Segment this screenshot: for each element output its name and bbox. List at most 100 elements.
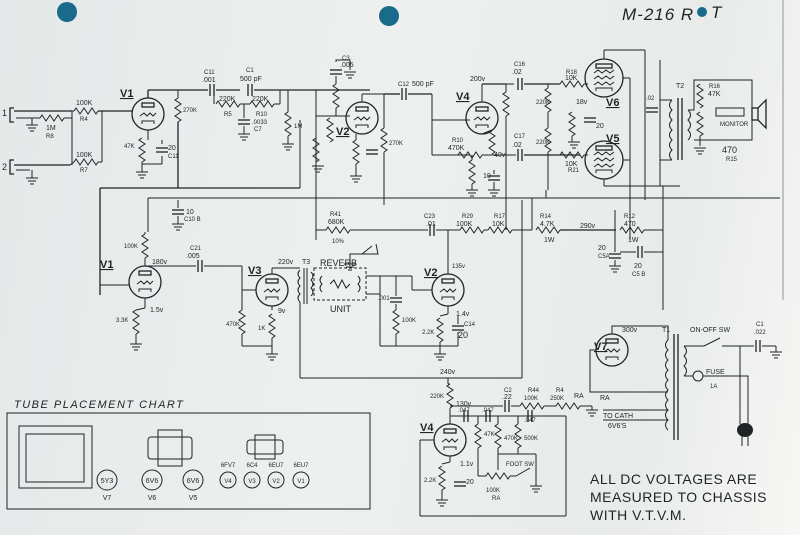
tube-v2-label: V2 — [336, 126, 349, 138]
r5-ref: R5 — [224, 112, 232, 118]
capacitor-c15 — [453, 481, 467, 487]
r10-value: 220K — [252, 96, 269, 103]
r12-value: 470 — [624, 221, 636, 228]
resistor-r22-v1b — [132, 309, 140, 335]
potentiometer-treble — [332, 83, 340, 109]
monitor-label: MONITOR — [720, 122, 749, 128]
tube-socket-icon — [141, 469, 163, 491]
input-jack-2-icon — [9, 159, 70, 175]
power-transformer-outline — [147, 429, 193, 467]
tube-v2b-icon — [431, 273, 465, 307]
monitor-jack — [715, 107, 745, 117]
resistor-r8 — [39, 114, 65, 122]
c11-ref: C11 — [204, 70, 215, 76]
capacitor-c7 — [237, 119, 251, 125]
c5b-value: 20 — [634, 263, 642, 270]
c1-ref: C1 — [246, 68, 254, 74]
r12-ref: R12 — [624, 214, 636, 220]
resistor-cathode-v2 — [352, 139, 360, 165]
resistor-r40 — [438, 465, 446, 491]
voltage-v4-plate: 200v — [470, 76, 486, 83]
tube-socket-position: V2 — [272, 479, 280, 485]
r37-value: 220K — [430, 394, 444, 400]
r5-value: 220K — [219, 96, 236, 103]
capacitor-c8 — [583, 117, 597, 123]
tube-v6-label: V6 — [606, 97, 619, 109]
foot-switch-label: FOOT SW — [506, 462, 534, 468]
tube-socket-position: V3 — [248, 479, 256, 485]
ground-icon — [25, 124, 39, 132]
r32-value: 100K — [402, 318, 416, 324]
reverb-unit-label: UNIT — [330, 304, 351, 314]
c16-value: .02 — [512, 69, 522, 76]
r25-value: 2.2K — [422, 330, 434, 336]
ground-icon — [311, 165, 325, 173]
r44-value: 100K — [524, 396, 538, 402]
resistor-r19 — [568, 111, 576, 137]
r22-value: 220K — [536, 100, 550, 106]
r-cathode-v1-value: 47K — [124, 144, 135, 150]
ground-icon — [265, 353, 279, 361]
r31-value: 470K — [226, 322, 240, 328]
ground-icon — [343, 71, 357, 79]
output-transformer-outline — [246, 434, 284, 460]
t2-label: T2 — [676, 83, 684, 90]
r4-pot-ref: R4 — [556, 388, 564, 394]
on-off-switch[interactable] — [684, 337, 721, 347]
tube-socket-icon — [292, 471, 310, 489]
tube-placement-chart — [6, 412, 371, 510]
resistor-plate-v1 — [174, 97, 182, 123]
resistor-r44 — [519, 402, 545, 410]
voltage-240: 240v — [440, 369, 456, 376]
binder-hole — [379, 6, 399, 26]
ground-icon — [135, 171, 149, 179]
r9-value: 500K — [524, 436, 538, 442]
r16-value: 47K — [708, 91, 721, 98]
c17-value: .02 — [512, 142, 522, 149]
capacitor-c10b — [171, 209, 185, 215]
c10b-ref: C10 B — [184, 217, 201, 223]
r21-ref: R21 — [568, 168, 580, 174]
c3-ref: C3 — [342, 56, 350, 62]
input-jack-2-label: 2 — [2, 162, 7, 172]
ground-icon — [349, 175, 363, 183]
capacitor-cathode-v2 — [365, 149, 379, 155]
r7-ref: R7 — [80, 168, 88, 174]
resistor-r26 — [141, 233, 149, 259]
resistor-r11 — [474, 423, 482, 449]
c7-value: .0033 — [252, 120, 268, 126]
capacitor-c1-ac — [755, 339, 761, 353]
voltage-v4b-cathode: 1.1v — [460, 461, 474, 468]
r-plate-v1-value: 270K — [183, 108, 197, 114]
resistor-r27 — [268, 313, 276, 339]
tube-socket-icon — [182, 469, 204, 491]
c16-ref: C16 — [514, 62, 526, 68]
resistor-cathode-v1 — [138, 137, 146, 163]
c23-value: .01 — [426, 221, 436, 228]
potentiometer-r45 — [485, 472, 511, 480]
r-plate-v2-value: 270K — [389, 141, 403, 147]
c10b-value: 10 — [186, 209, 194, 216]
ink-blot — [697, 7, 707, 17]
tube-v4b-icon — [433, 423, 467, 457]
potentiometer-r4 — [555, 402, 581, 410]
c3-value: .005 — [340, 62, 354, 69]
r41-ref: R41 — [330, 212, 342, 218]
tube-v3-icon — [255, 273, 289, 307]
tube-socket-position: 6V6 — [146, 478, 159, 485]
c5a-ref: C5A — [598, 254, 610, 260]
schematic-title: M-216 R — [622, 5, 694, 24]
c5b-ref: C5 B — [632, 272, 645, 278]
on-off-switch-label: ON-OFF SW — [690, 327, 730, 334]
voltage-v4b-plate: 130v — [456, 401, 472, 408]
resistor-r4 — [73, 107, 99, 115]
ground-icon — [435, 499, 449, 507]
r4-pot-tag: RA — [574, 393, 584, 400]
input-jack-1-icon — [9, 107, 72, 123]
r40-value: 2.2K — [424, 478, 436, 484]
c9-value: .047 — [458, 408, 470, 414]
